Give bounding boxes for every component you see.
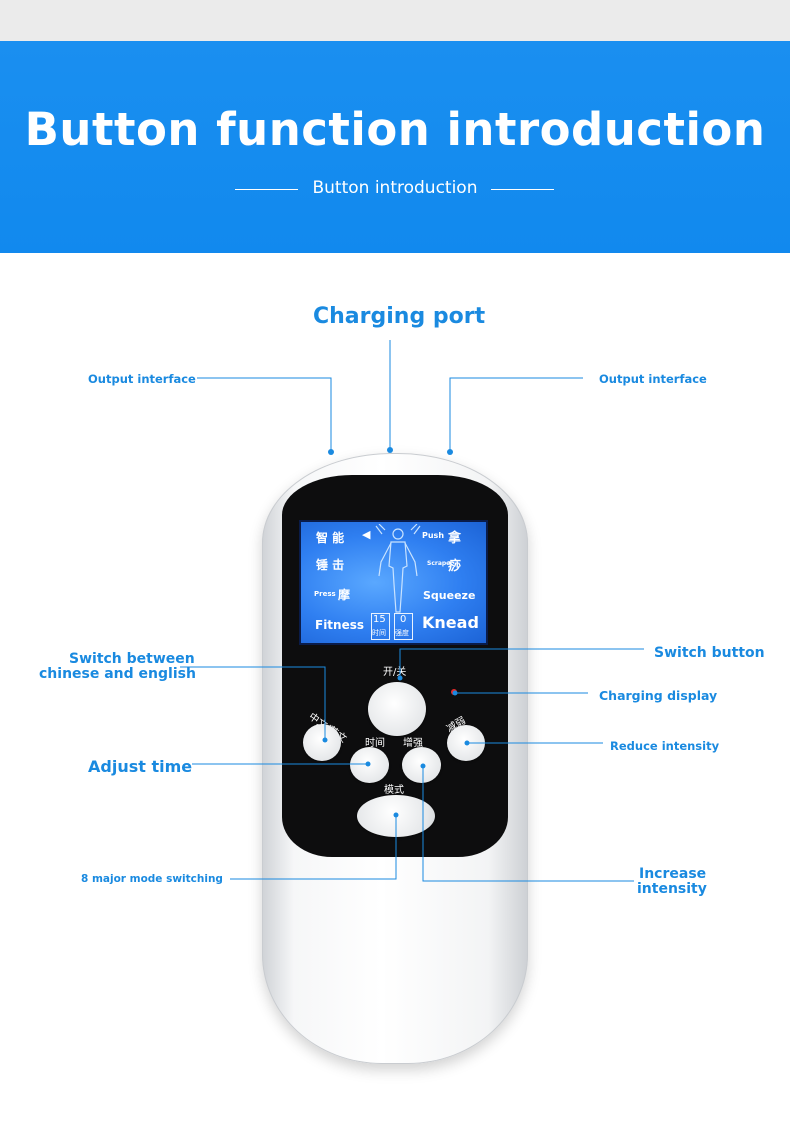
callout-switch-between-line1: Switch between bbox=[69, 651, 195, 667]
language-button[interactable] bbox=[303, 724, 341, 761]
screen-press-en: Press bbox=[314, 590, 336, 598]
callout-switch-button: Switch button bbox=[654, 645, 765, 661]
power-button[interactable] bbox=[368, 682, 426, 736]
callout-increase-intensity-line2: intensity bbox=[637, 881, 707, 897]
mode-button[interactable] bbox=[357, 795, 435, 837]
screen-press-cn: 摩 bbox=[338, 588, 351, 602]
intensity-box: 0 强度 bbox=[394, 613, 413, 640]
screen-knead: Knead bbox=[422, 613, 479, 632]
callout-charging-display: Charging display bbox=[599, 688, 718, 703]
time-label: 时间 bbox=[372, 629, 386, 637]
callout-increase-intensity-line1: Increase bbox=[639, 866, 707, 882]
callout-output-interface-left: Output interface bbox=[88, 372, 196, 386]
top-strip bbox=[0, 0, 790, 41]
screen-fitness: Fitness bbox=[315, 618, 365, 632]
screen-scrape-cn: 痧 bbox=[448, 559, 462, 574]
increase-button-label: 增强 bbox=[403, 738, 423, 749]
decrease-button[interactable] bbox=[447, 725, 485, 761]
callout-output-interface-right: Output interface bbox=[599, 372, 707, 386]
banner-subtitle-row: Button introduction bbox=[0, 178, 790, 202]
subtitle-line-left bbox=[235, 189, 298, 190]
callout-switch-between-line2: chinese and english bbox=[39, 666, 196, 682]
lcd-screen: 智 能 ◀ Push 拿 锤 击 Scrape 痧 Press 摩 Squeez… bbox=[299, 520, 488, 645]
mode-button-label: 模式 bbox=[384, 785, 404, 796]
screen-push-cn: 拿 bbox=[448, 531, 462, 546]
time-button-label: 时间 bbox=[365, 738, 385, 749]
screen-squeeze: Squeeze bbox=[423, 589, 476, 602]
time-box: 15 时间 bbox=[371, 613, 390, 640]
time-button[interactable] bbox=[350, 747, 389, 783]
increase-button[interactable] bbox=[402, 747, 441, 783]
arrow-left-icon: ◀ bbox=[362, 528, 371, 541]
screen-smart: 智 能 bbox=[316, 531, 345, 545]
intensity-value: 0 bbox=[400, 614, 407, 625]
screen-scrape-en: Scrape bbox=[427, 560, 451, 567]
callout-mode-switching: 8 major mode switching bbox=[81, 873, 223, 885]
intensity-label: 强度 bbox=[395, 629, 409, 637]
banner-subtitle: Button introduction bbox=[312, 178, 478, 198]
human-body-icon bbox=[375, 524, 421, 613]
subtitle-line-right bbox=[491, 189, 554, 190]
banner-title: Button function introduction bbox=[24, 103, 766, 156]
callout-adjust-time: Adjust time bbox=[88, 757, 193, 776]
screen-push-en: Push bbox=[422, 531, 445, 540]
power-button-label: 开/关 bbox=[383, 667, 407, 678]
charging-led bbox=[451, 689, 457, 695]
callout-reduce-intensity: Reduce intensity bbox=[610, 739, 720, 753]
callout-charging-port: Charging port bbox=[313, 304, 486, 329]
time-value: 15 bbox=[373, 614, 386, 625]
screen-hammer: 锤 击 bbox=[316, 558, 345, 572]
header-banner: Button function introduction Button intr… bbox=[0, 41, 790, 253]
